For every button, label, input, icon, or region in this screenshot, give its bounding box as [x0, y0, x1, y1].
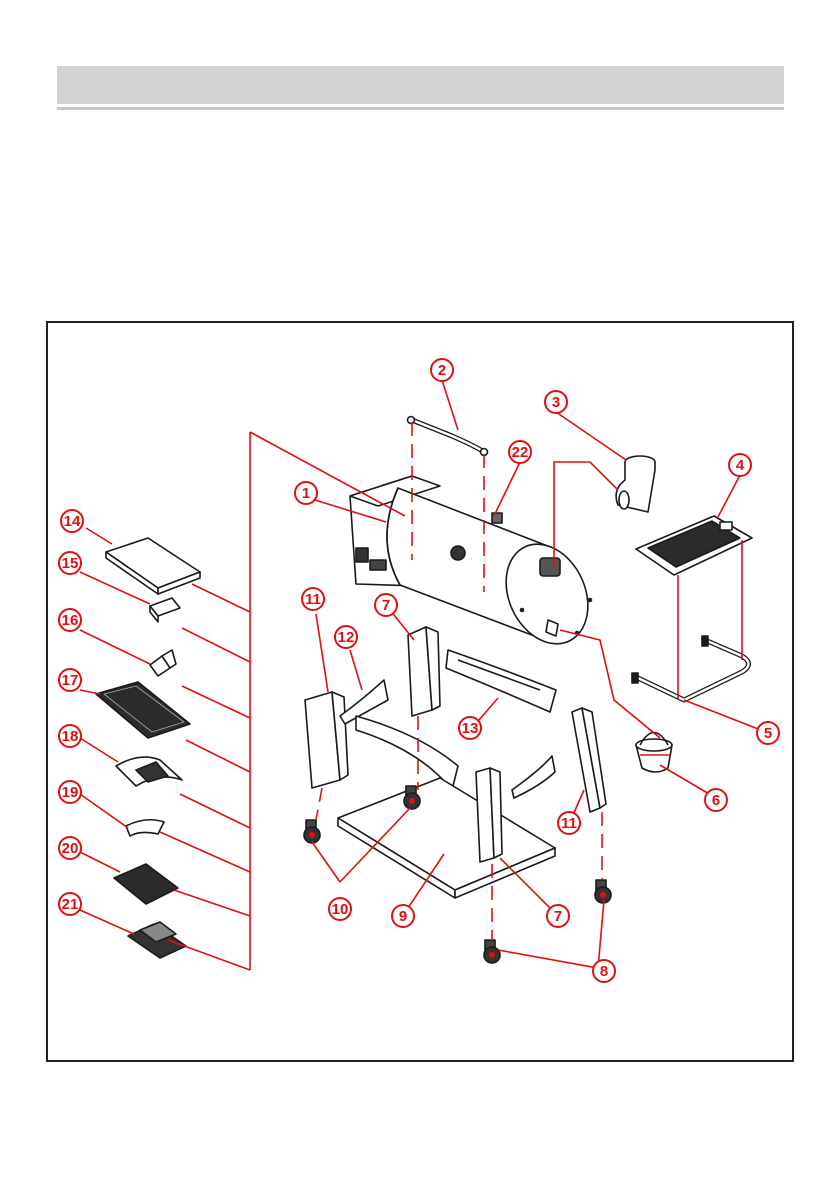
callout-16: 16 — [59, 609, 81, 631]
part-bracket-b — [150, 650, 176, 676]
callout-number: 7 — [554, 908, 562, 925]
callout-number: 4 — [736, 457, 745, 474]
callout-number: 10 — [332, 901, 349, 918]
callout-12: 12 — [335, 626, 357, 648]
callout-6: 6 — [705, 789, 727, 811]
part-leg-front-left — [408, 627, 440, 716]
callout-number: 5 — [764, 725, 772, 742]
part-leg-right — [572, 708, 606, 812]
callout-number: 14 — [64, 513, 81, 530]
callout-number: 11 — [305, 591, 321, 608]
part-front-handle — [632, 636, 749, 700]
part-cooking-grate — [114, 864, 178, 904]
part-cook-chamber — [350, 476, 603, 657]
callout-10: 10 — [329, 898, 351, 920]
callout-number: 18 — [62, 728, 79, 745]
part-caster-right-rear — [595, 880, 611, 903]
part-drip-tray — [126, 820, 164, 836]
callout-number: 13 — [462, 720, 479, 737]
callout-1: 1 — [295, 482, 317, 504]
callout-number: 2 — [438, 362, 446, 379]
callout-number: 21 — [62, 896, 79, 913]
part-handle — [408, 417, 488, 456]
callout-number: 1 — [302, 485, 310, 502]
callout-number: 16 — [62, 612, 79, 629]
part-bracket-a — [150, 598, 180, 622]
part-side-shelf — [636, 516, 752, 575]
callout-number: 11 — [561, 815, 577, 832]
callout-number: 15 — [62, 555, 79, 572]
part-grill-grate — [96, 682, 190, 738]
callout-2: 2 — [431, 359, 453, 381]
part-firepot-grate — [128, 922, 186, 958]
callout-4: 4 — [729, 454, 751, 476]
callout-number: 22 — [512, 444, 529, 461]
part-brace-long — [446, 650, 556, 712]
callout-11: 11 — [302, 588, 324, 610]
callout-17: 17 — [59, 669, 81, 691]
callout-15: 15 — [59, 552, 81, 574]
callout-20: 20 — [59, 837, 81, 859]
callout-number: 7 — [382, 597, 390, 614]
callout-number: 3 — [552, 394, 560, 411]
callout-9: 9 — [392, 905, 414, 927]
callout-11: 11 — [558, 812, 580, 834]
part-grease-bucket — [636, 733, 672, 773]
callout-5: 5 — [757, 722, 779, 744]
callout-8: 8 — [593, 960, 615, 982]
part-lid-shelf — [106, 538, 200, 594]
callout-19: 19 — [59, 781, 81, 803]
callout-7: 7 — [547, 905, 569, 927]
part-chimney — [616, 456, 655, 512]
callout-13: 13 — [459, 717, 481, 739]
part-heat-deflector — [116, 757, 182, 786]
callout-number: 19 — [62, 784, 79, 801]
callout-7: 7 — [375, 594, 397, 616]
callout-3: 3 — [545, 391, 567, 413]
callout-22: 22 — [509, 441, 531, 463]
callout-number: 8 — [600, 963, 608, 980]
callout-18: 18 — [59, 725, 81, 747]
part-caster-right-front — [484, 940, 500, 963]
part-brace-small — [340, 680, 388, 724]
part-brace-lower-right — [512, 756, 555, 798]
part-caster-left-front — [304, 820, 320, 843]
callout-number: 17 — [62, 672, 79, 689]
part-leg-left — [305, 692, 348, 788]
callout-number: 12 — [338, 629, 355, 646]
callout-number: 6 — [712, 792, 720, 809]
callout-14: 14 — [61, 510, 83, 532]
callout-21: 21 — [59, 893, 81, 915]
callout-number: 20 — [62, 840, 79, 857]
callout-number: 9 — [399, 908, 407, 925]
part-leg-front-right — [476, 768, 502, 862]
